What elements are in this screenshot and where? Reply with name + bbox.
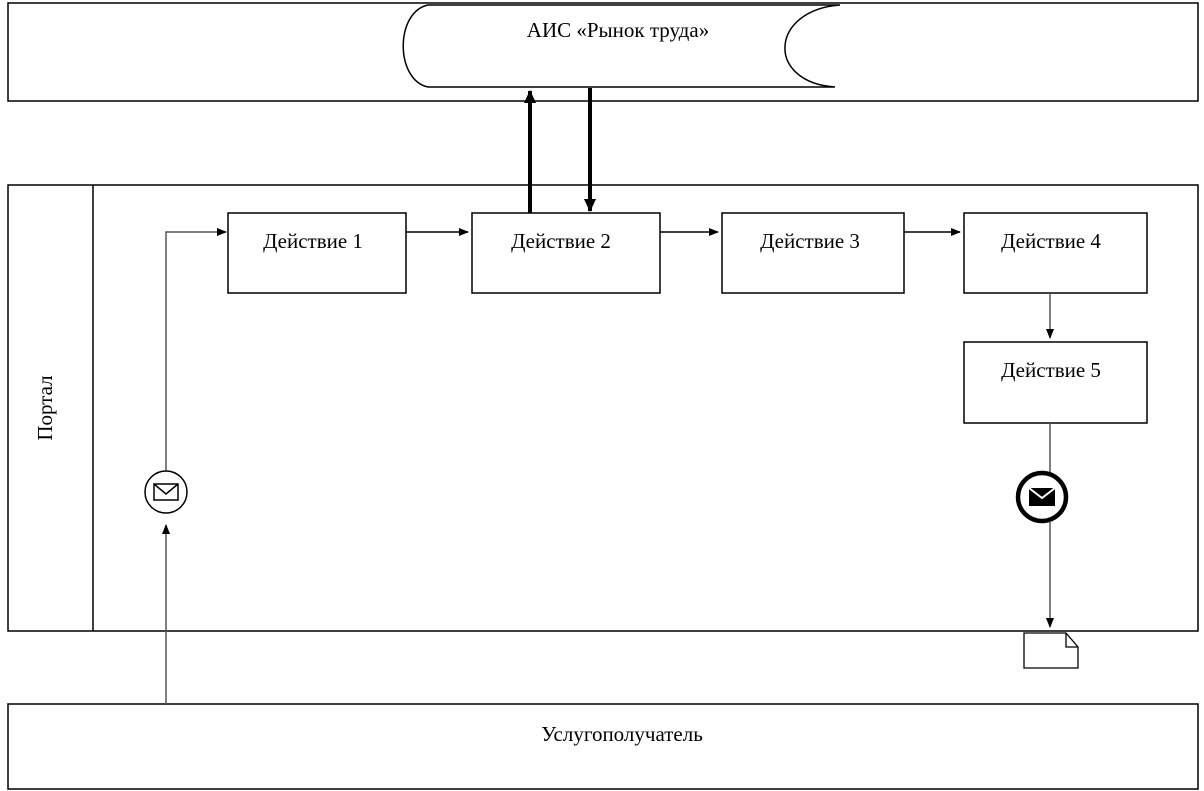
tape-storage-icon	[402, 4, 841, 88]
action-2-box	[471, 212, 661, 294]
action-1-label: Действие 1	[263, 229, 363, 253]
flow-start-event-to-action-1	[165, 228, 227, 471]
action-4-box	[963, 212, 1148, 294]
portal-lane-label: Портал	[33, 375, 57, 440]
action-5-label: Действие 5	[1001, 358, 1101, 382]
envelope-icon	[153, 483, 179, 501]
system-label: АИС «Рынок труда»	[527, 18, 709, 42]
action-3-label: Действие 3	[760, 229, 860, 253]
action-4-label: Действие 4	[1001, 229, 1101, 253]
document-icon	[1023, 632, 1079, 669]
action-3-box	[721, 212, 905, 294]
recipient-lane	[7, 703, 1199, 790]
action-1-box	[227, 212, 407, 294]
action-5-box	[963, 341, 1148, 424]
envelope-filled-icon	[1028, 487, 1056, 506]
action-2-label: Действие 2	[511, 229, 611, 253]
recipient-lane-label: Услугополучатель	[541, 722, 703, 746]
